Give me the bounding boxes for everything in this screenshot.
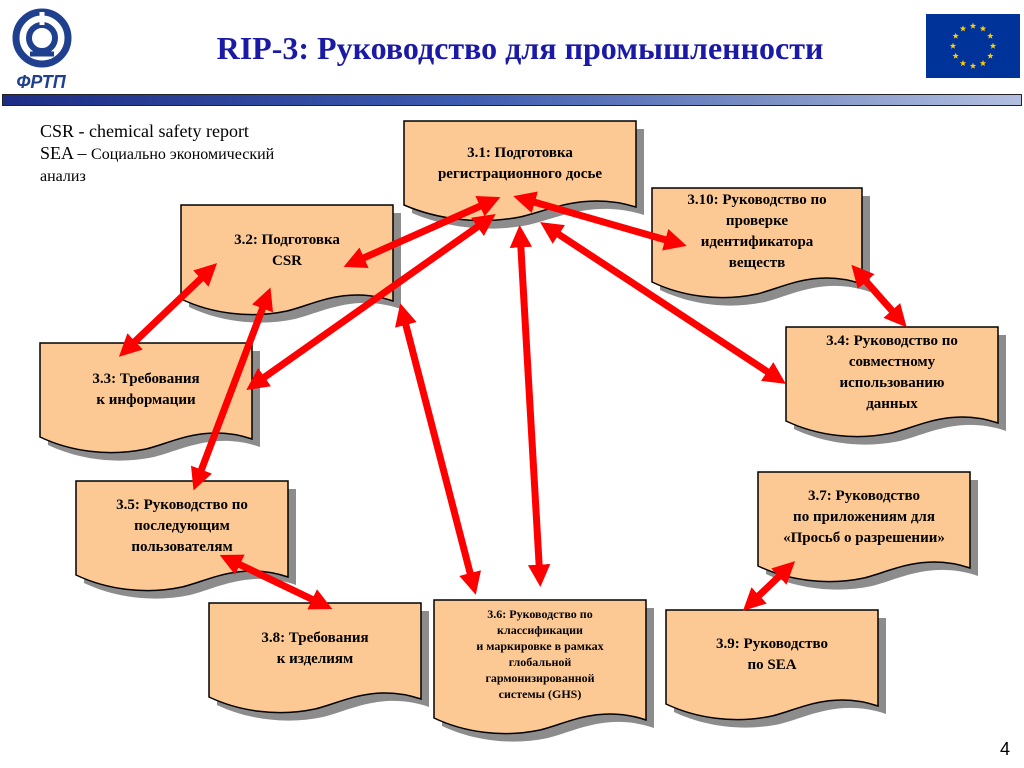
eu-star-icon: [959, 25, 967, 32]
eu-flag-icon: [926, 14, 1020, 78]
node-3-9-label: 3.9: Руководство по SEA: [716, 636, 828, 673]
node-3-3: 3.3: Требования к информации: [39, 342, 260, 461]
node-3-7: 3.7: Руководство по приложениям для «Про…: [757, 471, 978, 590]
eu-star-icon: [987, 32, 994, 39]
legend-csr: CSR - chemical safety report: [40, 121, 249, 141]
node-3-1-label: 3.1: Подготовка регистрационного досье: [437, 145, 603, 182]
node-3-2-label: 3.2: Подготовка CSR: [234, 232, 340, 269]
document-shape: [757, 471, 978, 590]
header-divider: [2, 94, 1022, 106]
document-body: [208, 602, 422, 714]
document-shape: [433, 599, 654, 742]
node-3-4-label: 3.4: Руководство по совместному использо…: [826, 333, 958, 412]
document-shape: [665, 609, 886, 728]
node-3-8: 3.8: Требования к изделиям: [208, 602, 429, 721]
abbreviation-legend: CSR - chemical safety report SEA – Социа…: [40, 120, 360, 188]
document-body: [785, 326, 999, 438]
eu-star-icon: [959, 59, 967, 67]
frtp-logo: ФРТП: [6, 8, 76, 92]
arrow-3-1-to-3-6: [509, 225, 551, 587]
eu-star-icon: [979, 25, 987, 32]
eu-star-icon: [969, 22, 977, 29]
node-3-9: 3.9: Руководство по SEA: [665, 609, 886, 728]
document-body: [433, 599, 647, 735]
arrow-3-6-to-3-2: [395, 303, 481, 595]
node-3-10-label: 3.10: Руководство по проверке идентифика…: [687, 192, 827, 271]
legend-sea-abbr: SEA –: [40, 143, 92, 163]
logo-text: ФРТП: [16, 72, 66, 92]
node-3-5: 3.5: Руководство по последующим пользова…: [75, 480, 296, 599]
eu-star-icon: [987, 52, 994, 59]
node-3-3-label: 3.3: Требования к информации: [92, 371, 200, 408]
document-shape: [208, 602, 429, 721]
eu-star-icon: [989, 42, 997, 49]
legend-sea-text: Социально экономический: [91, 146, 275, 163]
node-3-1: 3.1: Подготовка регистрационного досье: [403, 120, 644, 229]
node-3-7-label: 3.7: Руководство по приложениям для «Про…: [783, 488, 945, 546]
eu-star-icon: [979, 59, 987, 67]
node-3-8-label: 3.8: Требования к изделиям: [261, 630, 369, 667]
document-body: [665, 609, 879, 721]
page-number: 4: [999, 739, 1010, 759]
document-shape: [785, 326, 1006, 445]
node-3-2: 3.2: Подготовка CSR: [180, 204, 401, 323]
node-3-6: 3.6: Руководство по классификации и марк…: [433, 599, 654, 742]
node-3-6-label: 3.6: Руководство по классификации и марк…: [476, 607, 604, 701]
legend-sea-text-cont: анализ: [40, 168, 86, 185]
eu-star-icon: [949, 42, 957, 49]
legend-sea: SEA – Социально экономический: [40, 142, 360, 166]
eu-star-icon: [952, 52, 959, 59]
eu-star-icon: [952, 32, 959, 39]
node-3-5-label: 3.5: Руководство по последующим пользова…: [116, 497, 248, 555]
slide-title: RIP-3: Руководство для промышленности: [216, 30, 824, 66]
logo-emblem-icon: [12, 8, 72, 68]
node-3-10: 3.10: Руководство по проверке идентифика…: [651, 187, 870, 306]
node-3-4: 3.4: Руководство по совместному использо…: [785, 326, 1006, 445]
eu-star-icon: [969, 62, 977, 69]
